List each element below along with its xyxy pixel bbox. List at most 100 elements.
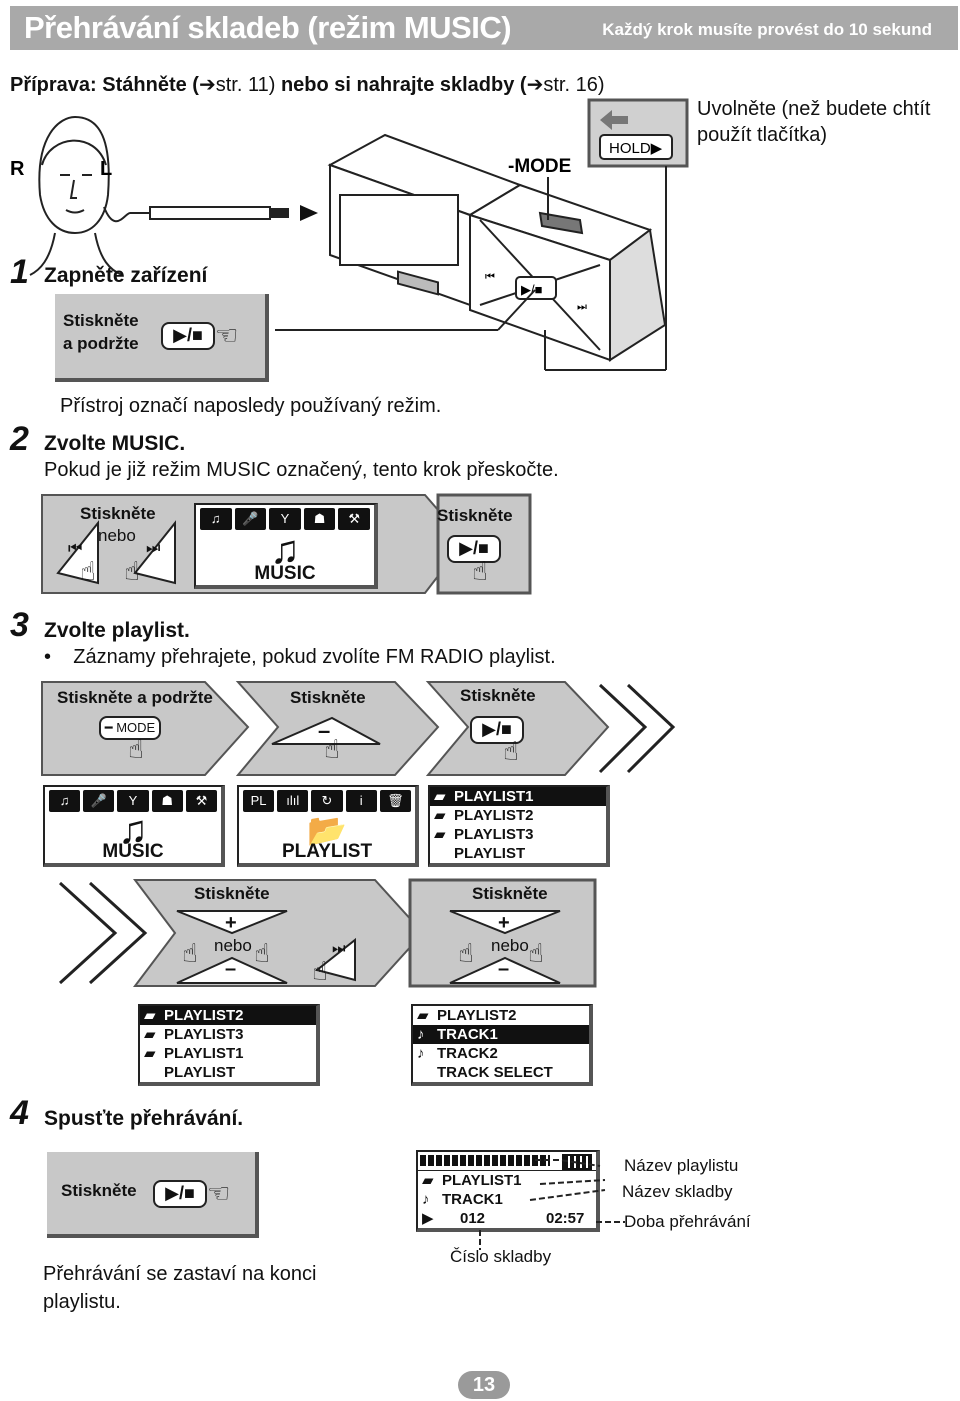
pointing-hand-icon: ☝ [80, 556, 96, 586]
folder-icon: ▰ [422, 1172, 434, 1189]
page-header: Přehrávání skladeb (režim MUSIC) Každý k… [10, 6, 958, 50]
prep-ref2: str. 16) [543, 74, 605, 96]
step-number: 1 [10, 253, 29, 291]
pointing-hand-icon: ☜ [207, 1178, 231, 1208]
step3-arrows-row2 [58, 878, 597, 988]
list-item[interactable]: ♪TRACK1 [413, 1025, 589, 1044]
list-item[interactable]: TRACK SELECT [437, 1064, 553, 1081]
mode-button[interactable]: ━ MODE [99, 716, 161, 740]
plus-button[interactable]: + [498, 912, 510, 934]
press-label: Stiskněte [63, 311, 139, 330]
folder-icon: ▰ [144, 1007, 156, 1024]
next-icon[interactable]: ⏭ [146, 540, 161, 557]
folder-icon: ▰ [417, 1007, 429, 1024]
play-stop-button[interactable]: ▶/■ [447, 535, 501, 563]
prep-text1: Stáhněte ( [102, 74, 199, 96]
callout-playlist-name: Název playlistu [624, 1156, 739, 1175]
hold-press-label: a podržte [63, 334, 139, 353]
folder-icon: ▰ [144, 1045, 156, 1062]
lcd-playlist-text: PLAYLIST [281, 841, 373, 862]
play-stop-button[interactable]: ▶/■ [161, 322, 215, 350]
list-item[interactable]: PLAYLIST [164, 1064, 236, 1081]
play-stop-button[interactable]: ▶/■ [153, 1180, 207, 1208]
press-label: Stiskněte [437, 506, 513, 525]
list-item[interactable]: ♪TRACK2 [417, 1045, 498, 1062]
plus-button[interactable]: + [225, 912, 237, 934]
step-number: 2 [10, 420, 29, 458]
trash-icon: 🗑 [379, 790, 412, 812]
press-label: Stiskněte [290, 688, 366, 707]
step-title: Spusťte přehrávání. [44, 1107, 244, 1130]
prep-text2: nebo si nahrajte skladby ( [280, 74, 527, 96]
playback-playlist-name: PLAYLIST1 [442, 1172, 522, 1189]
preparation-line: Příprava: Stáhněte (➔str. 11) nebo si na… [10, 72, 604, 97]
list-item[interactable]: ▰PLAYLIST3 [144, 1026, 244, 1043]
info-icon: i [345, 790, 377, 812]
pointing-hand-icon: ☝ [254, 938, 270, 968]
microphone-icon: 🎤 [234, 508, 267, 530]
next-icon[interactable]: ⏭ [332, 940, 346, 957]
folder-icon: ▰ [434, 807, 446, 824]
list-item[interactable]: ▰PLAYLIST2 [140, 1006, 316, 1025]
callout-track-name: Název skladby [622, 1182, 733, 1201]
svg-text:⏭: ⏭ [577, 301, 587, 313]
mode-button-label: MODE [116, 720, 156, 735]
mode-icon-row: ♫ 🎤 Y ☗ ⚒ [49, 790, 218, 812]
list-item[interactable]: ▰PLAYLIST2 [434, 807, 534, 824]
callout-track-number: Číslo skladby [450, 1247, 552, 1266]
step-number: 4 [10, 1094, 29, 1132]
list-item[interactable]: ▰PLAYLIST1 [144, 1045, 244, 1062]
instruction-panel: Stiskněte ▶/■ ☜ [47, 1152, 259, 1238]
battery-icon [562, 1154, 592, 1170]
press-hold-label: Stiskněte a podržte [57, 688, 213, 707]
equalizer-icon: ılıl [277, 790, 309, 812]
pointing-hand-icon: ☝ [128, 734, 144, 764]
pointing-hand-icon: ☝ [182, 938, 198, 968]
pointing-hand-icon: ☝ [324, 734, 340, 764]
page-number: 13 [458, 1371, 510, 1399]
svg-text:⏮: ⏮ [485, 271, 495, 283]
pointing-hand-icon: ☝ [528, 938, 544, 968]
note-icon: ♪ [422, 1191, 430, 1208]
play-time: 02:57 [546, 1210, 585, 1227]
music-icon: ♫ [200, 508, 232, 530]
note-icon: ♪ [417, 1045, 425, 1062]
pointing-hand-icon: ☝ [503, 736, 519, 766]
playlist-icon-row: PL ılıl ↻ i 🗑 [243, 790, 412, 812]
previous-icon[interactable]: ⏮ [68, 540, 83, 557]
press-label: Stiskněte [61, 1181, 137, 1200]
playlist-list-screen: ▰PLAYLIST2 ▰PLAYLIST3 ▰PLAYLIST1 PLAYLIS… [138, 1004, 320, 1086]
antenna-icon: Y [117, 790, 149, 812]
list-item[interactable]: ▰PLAYLIST3 [434, 826, 534, 843]
mode-label: -MODE [508, 156, 571, 177]
minus-button[interactable]: – [498, 958, 510, 980]
press-label: Stiskněte [80, 504, 156, 523]
playback-track-row: ♪TRACK1 [418, 1190, 596, 1209]
prep-ref1: str. 11) [215, 74, 276, 96]
minus-button[interactable]: – [318, 718, 331, 743]
lcd-mode-text: MUSIC [102, 841, 164, 862]
music-note-icon: ♫ [270, 528, 300, 572]
list-item[interactable]: ▰PLAYLIST2 [417, 1007, 517, 1024]
music-icon: ♫ [49, 790, 81, 812]
playlist-icon: PL [243, 790, 275, 812]
folder-icon: ▰ [144, 1026, 156, 1043]
player-device: ▶/■ ⏮ ⏭ [275, 133, 667, 362]
step-note: Přístroj označí naposledy používaný reži… [60, 395, 442, 417]
play-stop-button[interactable]: ▶/■ [470, 716, 524, 744]
pointing-hand-icon: ☝ [458, 938, 474, 968]
device-illustration: R L ▶/■ ⏮ ⏭ -MODE HOLD▶ [10, 98, 689, 371]
list-item[interactable]: ▰PLAYLIST1 [430, 787, 606, 806]
list-item[interactable]: PLAYLIST [454, 845, 526, 862]
step-title: Zvolte MUSIC. [44, 432, 186, 455]
or-label: nebo [491, 936, 529, 955]
pointing-hand-icon: ☝ [312, 956, 328, 986]
svg-text:▶/■: ▶/■ [521, 282, 543, 297]
minus-button[interactable]: – [225, 958, 237, 980]
page-title: Přehrávání skladeb (režim MUSIC) [24, 10, 512, 45]
lcd-mode-screen: ♫ 🎤 Y ☗ ⚒ ♫ MUSIC [43, 785, 225, 867]
instruction-panel: Stiskněte a podržte ▶/■ ☜ [55, 294, 269, 382]
antenna-icon: Y [269, 508, 301, 530]
